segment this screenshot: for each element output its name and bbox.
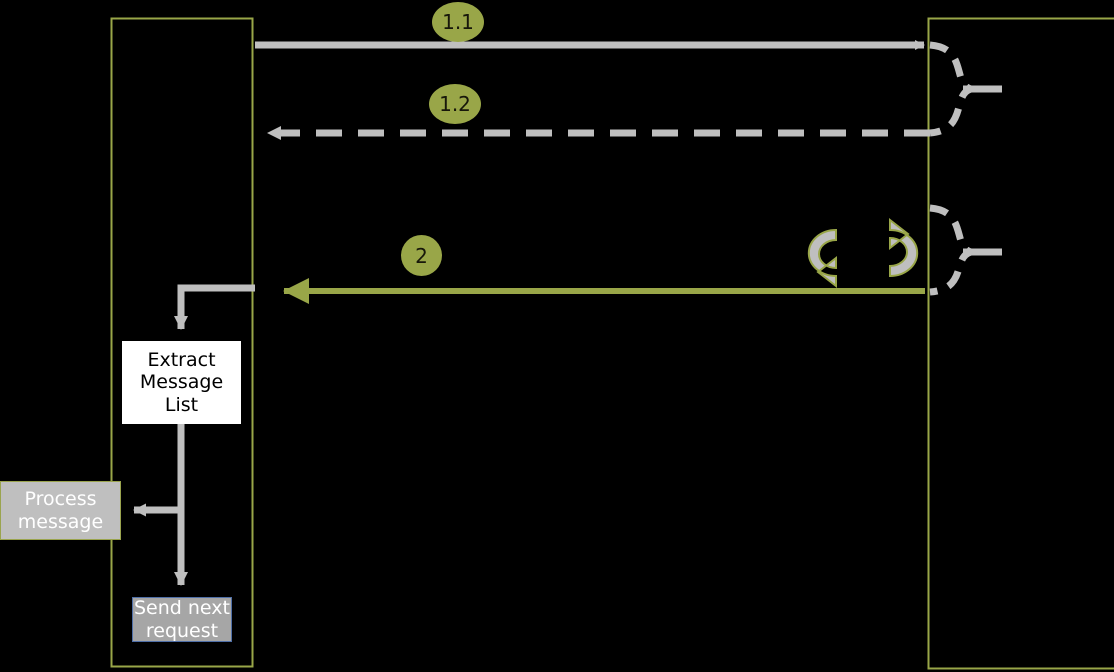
node-extract-message-list: Extract Message List bbox=[122, 341, 241, 424]
sequence-badge-2-label: 2 bbox=[415, 243, 428, 268]
connector-to-extract bbox=[174, 284, 255, 330]
refresh-loop-icon bbox=[807, 217, 919, 289]
node-process-message: Process message bbox=[0, 481, 121, 540]
node-process-message-label: Process message bbox=[17, 488, 104, 533]
sequence-badge-1-1-label: 1.1 bbox=[442, 10, 474, 34]
node-extract-message-list-label: Extract Message List bbox=[139, 348, 224, 416]
sequence-badge-1-1: 1.1 bbox=[432, 2, 484, 42]
sequence-badge-1-2-label: 1.2 bbox=[439, 92, 471, 116]
lifeline-server bbox=[927, 17, 1114, 670]
sequence-badge-2: 2 bbox=[401, 235, 442, 276]
node-send-next-request: Send next request bbox=[132, 597, 232, 642]
node-send-next-request-label: Send next request bbox=[134, 597, 230, 642]
sequence-badge-1-2: 1.2 bbox=[429, 84, 481, 124]
